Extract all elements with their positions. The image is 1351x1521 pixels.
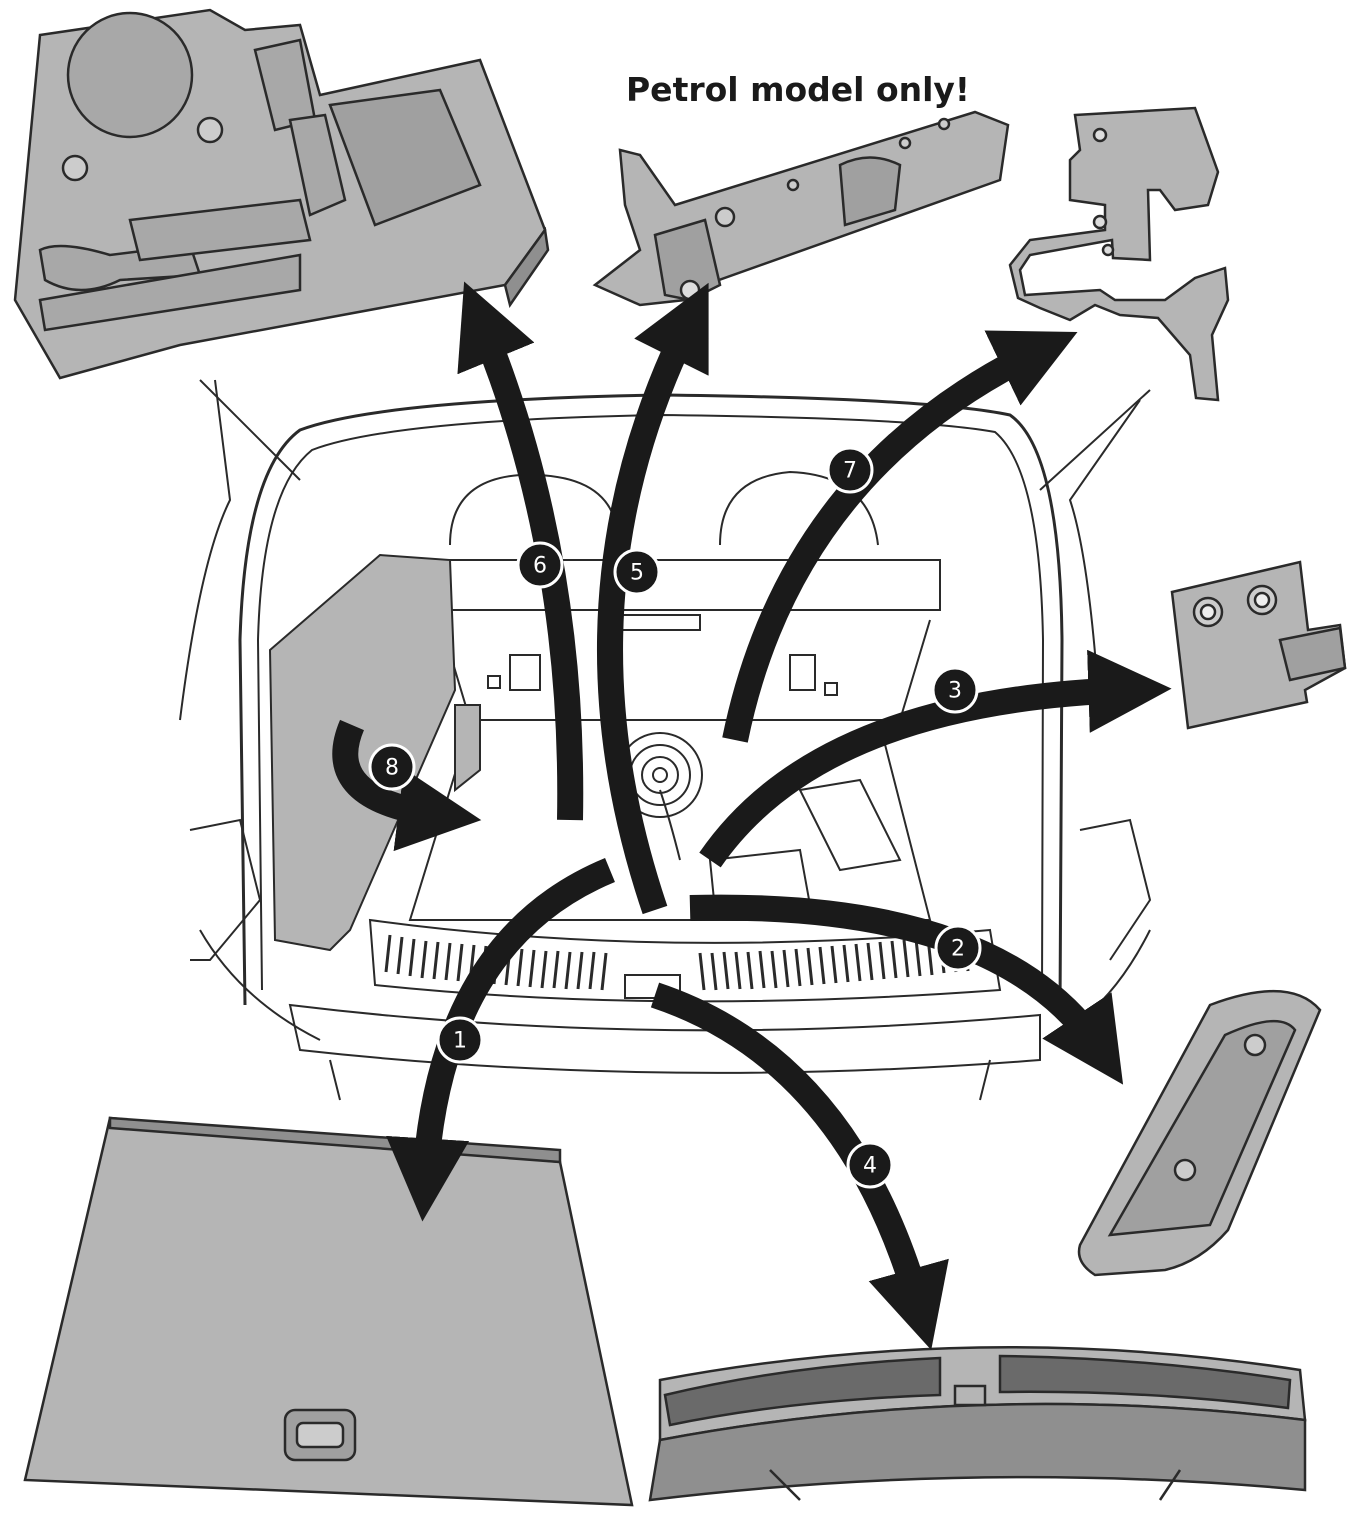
step-6-marker: 6 [516, 541, 564, 589]
step-badge [934, 924, 982, 972]
floor-panel-part [23, 1116, 634, 1507]
support-bar-part [592, 110, 1010, 307]
step-markers: 1 2 3 4 5 6 7 8 [368, 446, 982, 1189]
holder-part [1008, 106, 1230, 402]
arrow-step-8 [332, 719, 482, 852]
step-4-marker: 4 [846, 1141, 894, 1189]
step-1-marker: 1 [436, 1016, 484, 1064]
step-8-marker: 8 [368, 743, 416, 791]
step-badge [368, 743, 416, 791]
step-3-marker: 3 [931, 666, 979, 714]
step-number: 5 [630, 561, 644, 586]
side-tray-part [1077, 990, 1322, 1277]
car-trunk-drawing [179, 379, 1152, 1101]
step-number: 3 [948, 679, 962, 704]
step-7-marker: 7 [826, 446, 874, 494]
sill-trim-part [648, 1346, 1307, 1502]
bracket-part [1170, 560, 1347, 730]
arrow-step-1 [386, 857, 615, 1222]
step-badge [846, 1141, 894, 1189]
arrow-step-4 [650, 982, 949, 1351]
step-5-marker: 5 [613, 548, 661, 596]
step-badge [931, 666, 979, 714]
step-number: 2 [951, 937, 965, 962]
step-number: 1 [453, 1029, 467, 1054]
step-number: 8 [385, 756, 399, 781]
step-badge [436, 1016, 484, 1064]
step-2-marker: 2 [934, 924, 982, 972]
tool-tray-part [13, 8, 550, 380]
step-number: 4 [863, 1154, 877, 1179]
step-number: 7 [843, 459, 857, 484]
step-badge [613, 548, 661, 596]
step-number: 6 [533, 554, 547, 579]
arrow-step-3 [699, 649, 1172, 868]
step-badge [826, 446, 874, 494]
arrow-step-5 [597, 282, 709, 915]
arrow-step-7 [722, 330, 1078, 743]
step-badge [516, 541, 564, 589]
petrol-model-note: Petrol model only! [626, 70, 970, 109]
